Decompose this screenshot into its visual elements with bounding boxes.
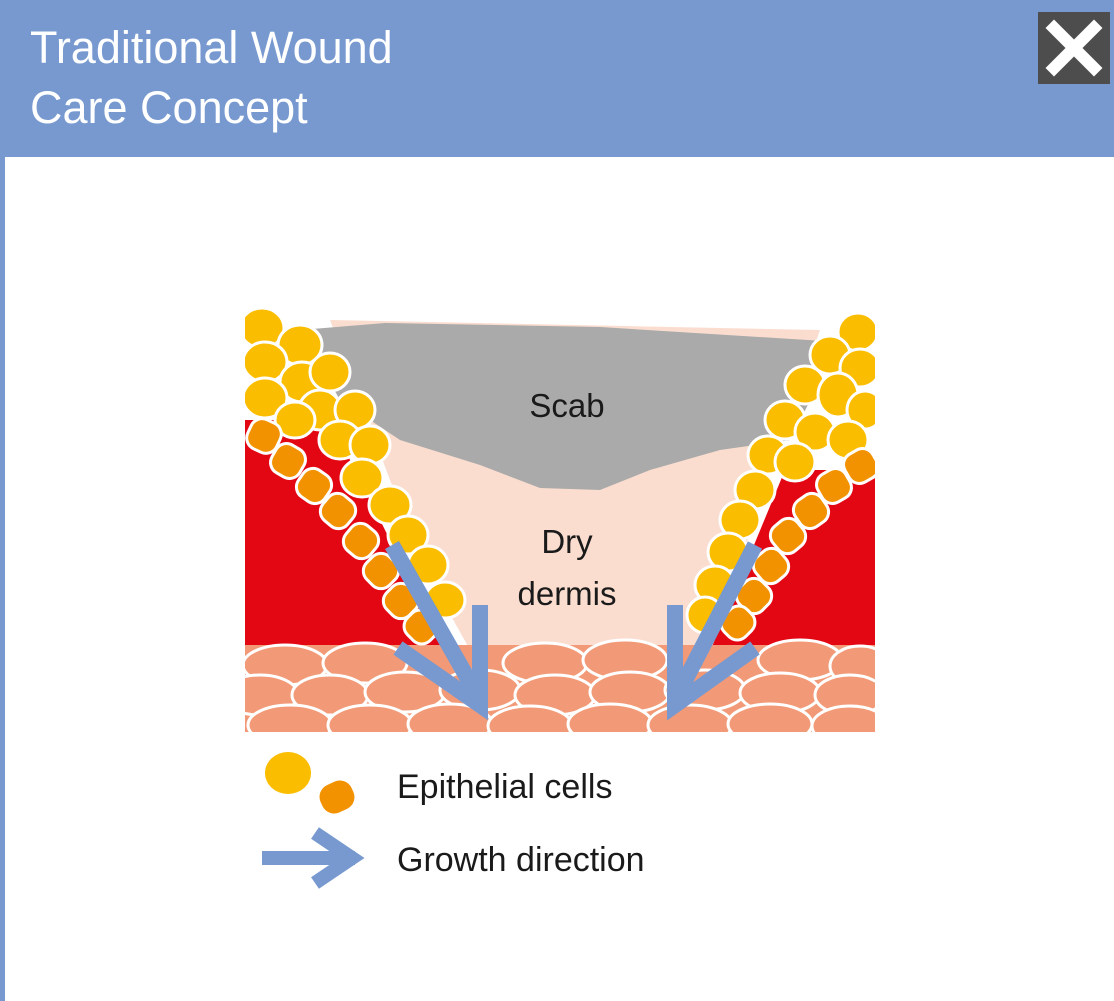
legend-arrow-label: Growth direction [397, 840, 645, 880]
lower-layer-cells [222, 640, 890, 746]
dermis-label-line-2: dermis [517, 575, 616, 612]
legend-cell-icon [265, 752, 359, 818]
scab-label: Scab [529, 387, 604, 424]
legend-cells-label: Epithelial cells [397, 767, 612, 807]
legend-arrow-icon [262, 833, 355, 883]
dermis-label-line-1: Dry [541, 523, 593, 560]
